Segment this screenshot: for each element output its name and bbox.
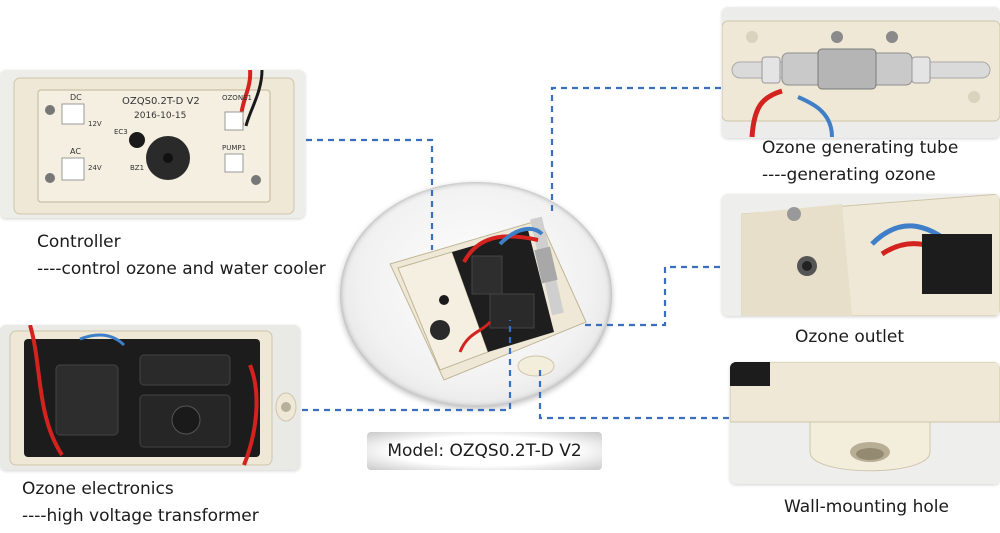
connector-controller [306,138,434,250]
silk-12v: 12V [88,120,102,128]
connector-tube [550,86,721,215]
connector-mount [538,370,729,420]
silk-ozone: OZONE1 [222,94,252,102]
silk-24v: 24V [88,164,102,172]
controller-photo: DC 12V EC3 OZQS0.2T-D V2 2016-10-15 OZON… [0,70,305,218]
silk-ac: AC [70,147,81,156]
wall-mount-photo [730,362,1000,484]
outlet-title: Ozone outlet [795,327,905,347]
silk-model: OZQS0.2T-D V2 [122,96,200,107]
ozone-tube-photo [722,7,1000,138]
electronics-photo [0,325,300,470]
silk-bz1: BZ1 [130,164,144,172]
silk-ec3: EC3 [114,128,128,136]
controller-title: Controller [37,232,121,252]
silk-dc: DC [70,93,82,102]
tube-subtitle: ----generating ozone [762,165,936,185]
electronics-title: Ozone electronics [22,479,174,499]
ozone-outlet-photo [722,194,1000,316]
model-label: Model: OZQS0.2T-D V2 [367,432,602,470]
device-overview-photo [340,182,612,407]
electronics-subtitle: ----high voltage transformer [22,506,259,526]
connector-outlet [580,265,720,327]
mount-title: Wall-mounting hole [784,497,949,517]
tube-title: Ozone generating tube [762,138,959,158]
silk-pump: PUMP1 [222,144,246,152]
silk-date: 2016-10-15 [134,111,186,121]
connector-electronics [302,320,512,412]
controller-subtitle: ----control ozone and water cooler [37,259,326,279]
